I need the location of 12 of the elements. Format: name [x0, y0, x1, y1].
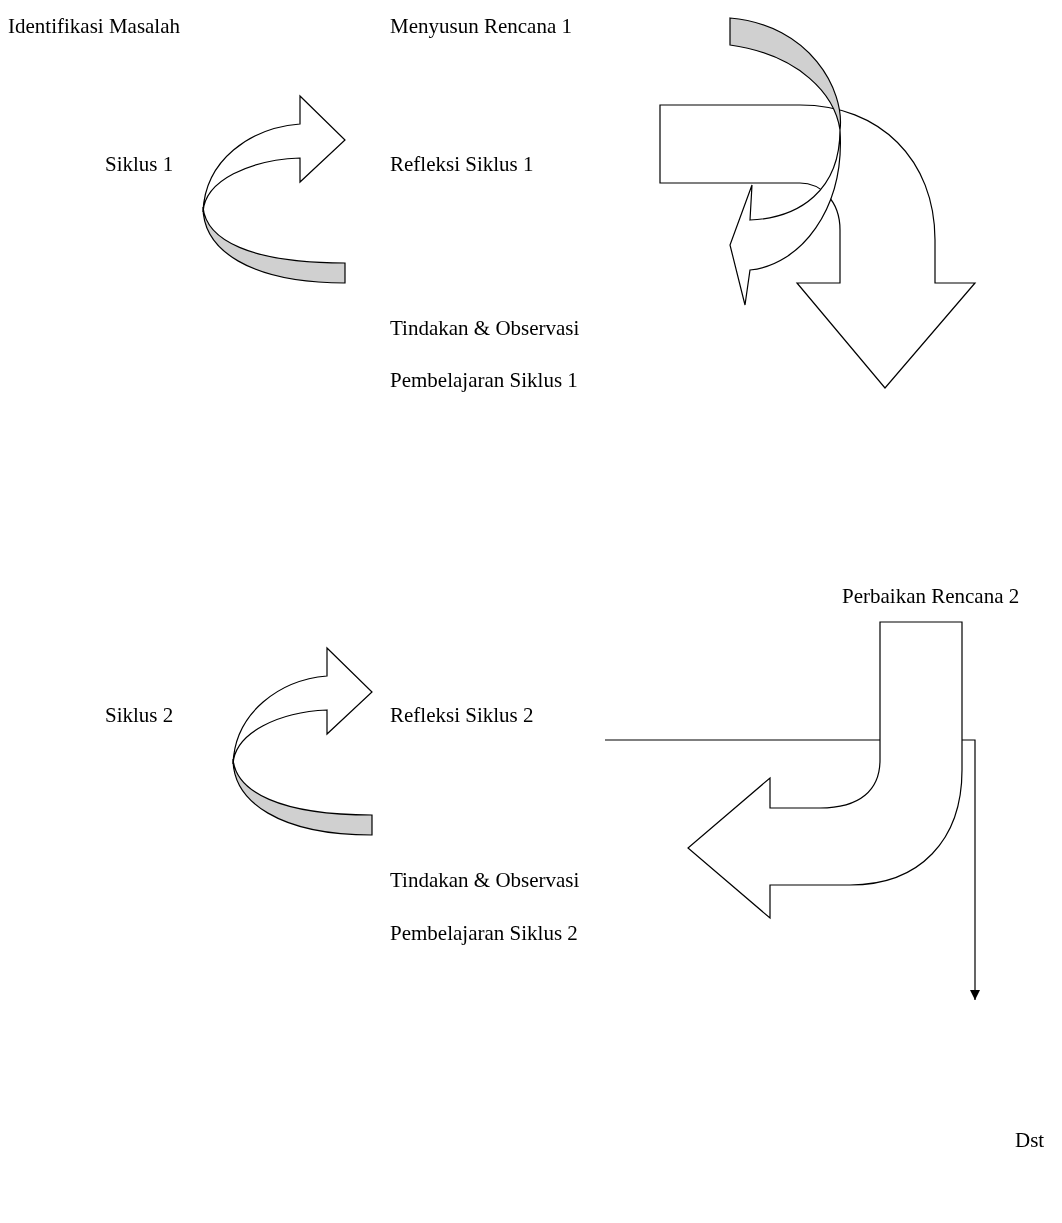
- step-label: Refleksi Siklus 2: [390, 703, 534, 729]
- step-label: Pembelajaran Siklus 2: [390, 921, 578, 947]
- step-label: Tindakan & Observasi: [390, 868, 580, 894]
- step-label: Perbaikan Rencana 2: [842, 584, 1020, 610]
- cycle-label: Siklus 2: [105, 703, 174, 729]
- step-label: Pembelajaran Siklus 1: [390, 368, 578, 394]
- step-label: Tindakan & Observasi: [390, 316, 580, 342]
- continuation-label: Dst: [1015, 1128, 1045, 1154]
- step-label: Refleksi Siklus 1: [390, 152, 534, 178]
- step-label: Menyusun Rencana 1: [390, 14, 572, 40]
- step-label: Identifikasi Masalah: [8, 14, 181, 40]
- cycle-label: Siklus 1: [105, 152, 174, 178]
